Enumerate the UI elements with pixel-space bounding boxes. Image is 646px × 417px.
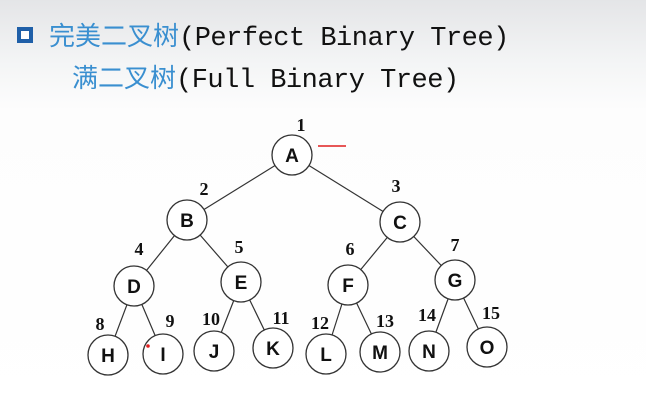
tree-edge xyxy=(291,154,401,223)
node-circle xyxy=(220,261,262,303)
node-label: F xyxy=(342,276,354,297)
node-circle xyxy=(379,201,421,243)
heading-en: (Perfect Binary Tree) xyxy=(179,24,509,54)
node-label: J xyxy=(209,342,220,363)
node-label: H xyxy=(101,346,115,367)
node-index: 15 xyxy=(482,303,500,323)
node-label: M xyxy=(372,343,388,364)
node-circle xyxy=(113,265,155,307)
node-label: N xyxy=(422,342,436,363)
node-circle xyxy=(271,134,313,176)
node-index: 5 xyxy=(235,237,244,257)
node-circle xyxy=(359,331,401,373)
node-circle xyxy=(142,333,184,375)
square-bullet-icon xyxy=(17,27,33,43)
tree-node-g: G xyxy=(434,259,476,301)
tree-node-j: J xyxy=(193,330,235,372)
node-index: 14 xyxy=(418,305,436,325)
heading-full-binary-tree: 满二叉树(Full Binary Tree) xyxy=(72,62,459,98)
tree-node-n: N xyxy=(408,330,450,372)
node-circle xyxy=(327,264,369,306)
tree-node-f: F xyxy=(327,264,369,306)
node-index: 3 xyxy=(392,176,401,196)
node-index: 13 xyxy=(376,311,394,331)
node-index: 11 xyxy=(272,308,289,328)
node-index: 12 xyxy=(311,313,329,333)
heading-en: (Full Binary Tree) xyxy=(176,66,459,96)
heading-cn: 完美二叉树 xyxy=(49,22,180,52)
heading-cn: 满二叉树 xyxy=(72,64,177,94)
node-label: G xyxy=(448,271,463,292)
node-circle xyxy=(466,326,508,368)
node-index: 9 xyxy=(166,311,175,331)
node-circle xyxy=(252,327,294,369)
tree-node-l: L xyxy=(305,333,347,375)
heading-perfect-binary-tree: 完美二叉树(Perfect Binary Tree) xyxy=(17,20,509,56)
node-index: 2 xyxy=(200,179,209,199)
node-index: 8 xyxy=(96,314,105,334)
node-circle xyxy=(305,333,347,375)
node-circle xyxy=(193,330,235,372)
node-index: 4 xyxy=(135,239,144,259)
node-index: 7 xyxy=(451,235,460,255)
node-label: E xyxy=(235,273,248,294)
tree-node-h: H xyxy=(87,334,129,376)
tree-node-a: A xyxy=(271,134,313,176)
node-index: 1 xyxy=(297,115,306,135)
node-circle xyxy=(166,199,208,241)
tree-node-d: D xyxy=(113,265,155,307)
tree-node-o: O xyxy=(466,326,508,368)
node-label: K xyxy=(266,339,280,360)
tree-node-i: I xyxy=(142,333,184,375)
node-label: L xyxy=(320,345,332,366)
tree-node-k: K xyxy=(252,327,294,369)
node-label: O xyxy=(480,338,495,359)
node-label: A xyxy=(285,146,299,167)
node-label: C xyxy=(393,213,407,234)
node-index: 6 xyxy=(346,239,355,259)
tree-node-c: C xyxy=(379,201,421,243)
node-label: B xyxy=(180,211,194,232)
node-label: D xyxy=(127,277,141,298)
tree-node-m: M xyxy=(359,331,401,373)
tree-node-e: E xyxy=(220,261,262,303)
tree-node-b: B xyxy=(166,199,208,241)
annotation-dot xyxy=(146,344,150,348)
node-circle xyxy=(87,334,129,376)
node-index: 10 xyxy=(202,309,220,329)
node-circle xyxy=(408,330,450,372)
node-label: I xyxy=(160,345,165,366)
node-circle xyxy=(434,259,476,301)
